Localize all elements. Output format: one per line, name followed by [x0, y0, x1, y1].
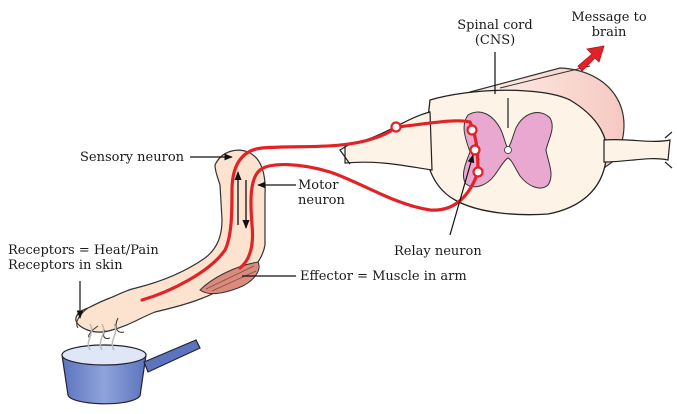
spinal-cord-icon: [339, 65, 673, 216]
sensory-neuron-label: Sensory neuron: [80, 150, 185, 165]
muscle-icon: [199, 261, 260, 295]
receptors-label: Receptors = Heat/Pain Receptors in skin: [8, 243, 159, 273]
relay-neuron-label: Relay neuron: [394, 244, 482, 259]
neuron-cell-bodies: [390, 121, 484, 178]
motor-neuron-path: [238, 162, 480, 270]
pot-icon: [61, 339, 201, 405]
effector-label: Effector = Muscle in arm: [300, 269, 467, 284]
message-arrow-icon: [577, 45, 605, 72]
message-to-brain-label: Message to brain: [571, 10, 647, 40]
spinal-cord-label: Spinal cord (CNS): [457, 18, 533, 48]
motor-neuron-label: Motor neuron: [298, 178, 345, 208]
steam-icon: [87, 323, 117, 351]
relay-neuron-leader: [449, 154, 475, 236]
